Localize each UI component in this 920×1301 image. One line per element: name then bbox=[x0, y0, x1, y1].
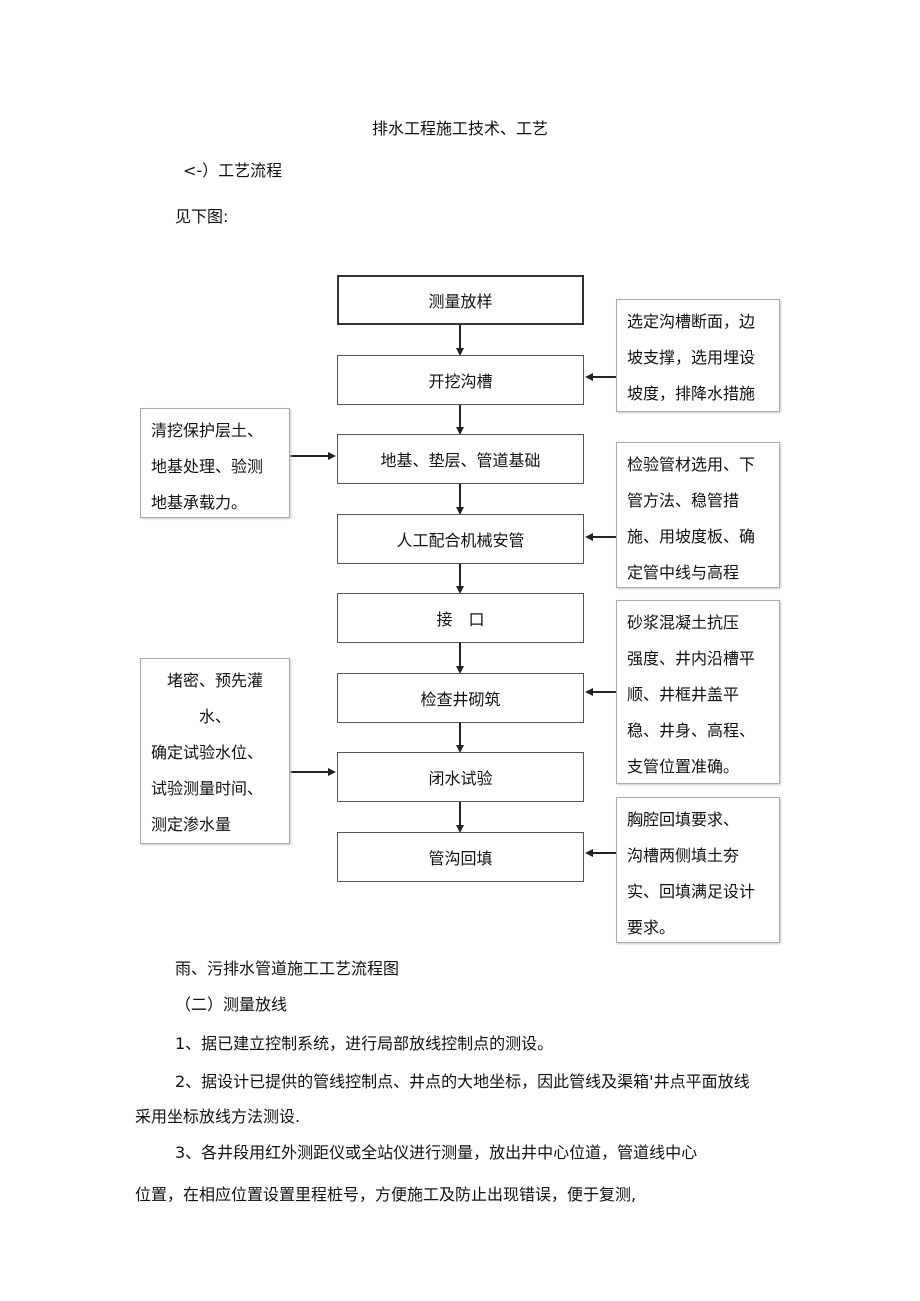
step-closed-water-test: 闭水试验 bbox=[337, 752, 584, 802]
note-water-test: 堵密、预先灌 水、 确定试验水位、 试验测量时间、 测定渗水量 bbox=[140, 658, 290, 844]
note-line: 施、用坡度板、确 bbox=[627, 527, 756, 546]
note-backfill: 胸腔回填要求、 沟槽两侧填土夯 实、回填满足设计 要求。 bbox=[616, 797, 780, 943]
note-line: 清挖保护层土、 bbox=[151, 421, 264, 440]
note-line: 坡支撑，选用埋设 bbox=[627, 348, 756, 367]
note-line: 确定试验水位、 bbox=[151, 743, 264, 762]
note-foundation-treatment: 清挖保护层土、 地基处理、验测 地基承载力。 bbox=[140, 408, 290, 518]
step-inspection-well: 检查井砌筑 bbox=[337, 673, 584, 723]
note-line: 砂浆混凝土抗压 bbox=[627, 613, 740, 632]
see-below-text: 见下图: bbox=[175, 207, 229, 226]
note-pipe-selection: 检验管材选用、下 管方法、稳管措 施、用坡度板、确 定管中线与高程 bbox=[616, 442, 780, 588]
note-line: 沟槽两侧填土夯 bbox=[627, 846, 740, 865]
section-heading-process: <-）工艺流程 bbox=[183, 161, 283, 180]
note-line: 地基承载力。 bbox=[151, 493, 248, 512]
flowchart-arrows bbox=[290, 325, 616, 857]
note-line: 要求。 bbox=[627, 918, 676, 937]
step-pipe-install: 人工配合机械安管 bbox=[337, 514, 584, 564]
step-foundation: 地基、垫层、管道基础 bbox=[337, 434, 584, 484]
note-line: 顺、井框井盖平 bbox=[627, 685, 740, 704]
note-line: 水、 bbox=[198, 707, 231, 726]
note-line: 选定沟槽断面，边 bbox=[627, 312, 756, 331]
note-well-quality: 砂浆混凝土抗压 强度、井内沿槽平 顺、井框井盖平 稳、井身、高程、 支管位置准确… bbox=[616, 600, 780, 784]
note-line: 支管位置准确。 bbox=[627, 757, 740, 776]
paragraph-1: 1、据已建立控制系统，进行局部放线控制点的测设。 bbox=[175, 1034, 554, 1053]
paragraph-3-line-2: 位置，在相应位置设置里程桩号，方便施工及防止出现错误，便于复测, bbox=[135, 1185, 637, 1204]
flowchart-caption: 雨、污排水管道施工工艺流程图 bbox=[175, 959, 400, 978]
note-line: 坡度，排降水措施 bbox=[627, 384, 756, 403]
paragraph-2-line-1: 2、据设计已提供的管线控制点、井点的大地坐标，因此管线及渠箱'井点平面放线 bbox=[175, 1072, 750, 1091]
step-joint: 接 口 bbox=[337, 593, 584, 643]
document-title: 排水工程施工技术、工艺 bbox=[371, 119, 548, 138]
step-excavate-trench: 开挖沟槽 bbox=[337, 355, 584, 405]
process-flowchart: 测量放样 开挖沟槽 地基、垫层、管道基础 人工配合机械安管 接 口 检查井砌筑 … bbox=[140, 275, 780, 943]
note-line: 测定渗水量 bbox=[151, 815, 232, 834]
paragraph-2-line-2: 采用坐标放线方法测设. bbox=[135, 1107, 301, 1126]
step-survey-layout: 测量放样 bbox=[337, 275, 584, 325]
note-line: 堵密、预先灌 bbox=[166, 671, 263, 690]
note-trench-section: 选定沟槽断面，边 坡支撑，选用埋设 坡度，排降水措施 bbox=[616, 299, 780, 412]
note-line: 胸腔回填要求、 bbox=[627, 810, 740, 829]
section-heading-survey: （二）测量放线 bbox=[175, 995, 288, 1014]
note-line: 强度、井内沿槽平 bbox=[627, 649, 756, 668]
note-line: 定管中线与高程 bbox=[627, 563, 740, 582]
note-line: 地基处理、验测 bbox=[151, 457, 264, 476]
note-line: 稳、井身、高程、 bbox=[627, 721, 756, 740]
note-line: 试验测量时间、 bbox=[151, 779, 264, 798]
note-line: 检验管材选用、下 bbox=[627, 455, 756, 474]
note-line: 管方法、稳管措 bbox=[627, 491, 740, 510]
paragraph-3-line-1: 3、各井段用红外测距仪或全站仪进行测量，放出井中心位道，管道线中心 bbox=[175, 1143, 698, 1162]
step-backfill: 管沟回填 bbox=[337, 832, 584, 882]
note-line: 实、回填满足设计 bbox=[627, 882, 756, 901]
